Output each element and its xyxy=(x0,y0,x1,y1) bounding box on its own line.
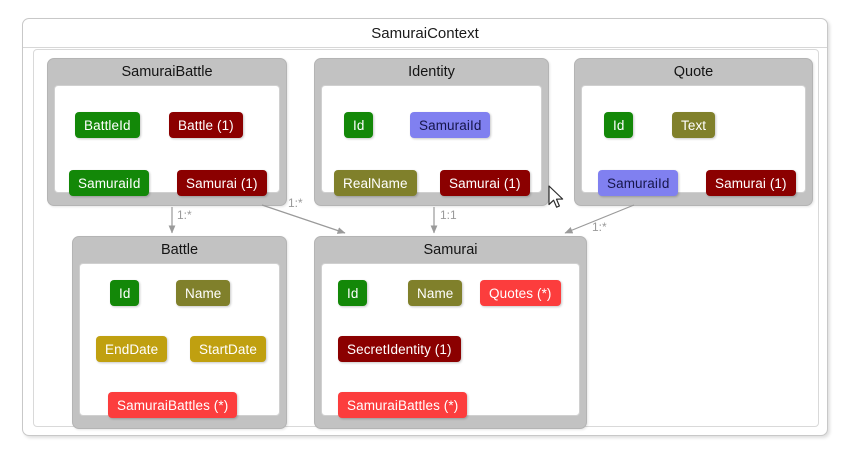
property-chip[interactable]: Name xyxy=(408,280,463,306)
property-chip[interactable]: Name xyxy=(176,280,231,306)
property-chip[interactable]: SamuraiId xyxy=(598,170,679,196)
entity-battle[interactable]: Battle Id Name EndDate StartDate Samurai… xyxy=(72,236,287,429)
cardinality-label: 1:1 xyxy=(440,208,457,222)
property-chip[interactable]: Samurai (1) xyxy=(440,170,530,196)
property-chip[interactable]: SamuraiBattles (*) xyxy=(338,392,468,418)
property-chip[interactable]: SecretIdentity (1) xyxy=(338,336,461,362)
entity-title: Identity xyxy=(408,64,455,80)
property-chip[interactable]: Id xyxy=(344,112,374,138)
property-chip[interactable]: StartDate xyxy=(190,336,266,362)
property-chip[interactable]: Samurai (1) xyxy=(177,170,267,196)
entity-body: Id Name EndDate StartDate SamuraiBattles… xyxy=(79,263,280,418)
entity-body: Id SamuraiId RealName Samurai (1) xyxy=(321,85,542,196)
entity-body: Id Name Quotes (*) SecretIdentity (1) Sa… xyxy=(321,263,580,418)
context-title: SamuraiContext xyxy=(23,19,827,48)
property-chip[interactable]: Battle (1) xyxy=(169,112,243,138)
property-chip[interactable]: Id xyxy=(604,112,634,138)
property-chip[interactable]: SamuraiBattles (*) xyxy=(108,392,238,418)
entity-identity[interactable]: Identity Id SamuraiId RealName Samurai (… xyxy=(314,58,549,206)
property-chip[interactable]: RealName xyxy=(334,170,417,196)
property-chip[interactable]: Samurai (1) xyxy=(706,170,796,196)
entity-body: Id Text SamuraiId Samurai (1) xyxy=(581,85,806,196)
entity-samurai[interactable]: Samurai Id Name Quotes (*) SecretIdentit… xyxy=(314,236,587,429)
property-chip[interactable]: Text xyxy=(672,112,716,138)
entity-body: BattleId Battle (1) SamuraiId Samurai (1… xyxy=(54,85,280,196)
cardinality-label: 1:* xyxy=(592,220,607,234)
entity-quote[interactable]: Quote Id Text SamuraiId Samurai (1) xyxy=(574,58,813,206)
entity-title: Samurai xyxy=(423,242,478,258)
property-chip[interactable]: EndDate xyxy=(96,336,168,362)
entity-title: Quote xyxy=(673,64,714,80)
property-chip[interactable]: BattleId xyxy=(75,112,140,138)
property-chip[interactable]: Quotes (*) xyxy=(480,280,561,306)
property-chip[interactable]: SamuraiId xyxy=(410,112,491,138)
property-chip[interactable]: Id xyxy=(110,280,140,306)
entity-title: Battle xyxy=(160,242,199,258)
cardinality-label: 1:* xyxy=(288,196,303,210)
property-chip[interactable]: Id xyxy=(338,280,368,306)
cardinality-label: 1:* xyxy=(177,208,192,222)
entity-title: SamuraiBattle xyxy=(121,64,213,80)
entity-samuraibattle[interactable]: SamuraiBattle BattleId Battle (1) Samura… xyxy=(47,58,287,206)
property-chip[interactable]: SamuraiId xyxy=(69,170,150,196)
